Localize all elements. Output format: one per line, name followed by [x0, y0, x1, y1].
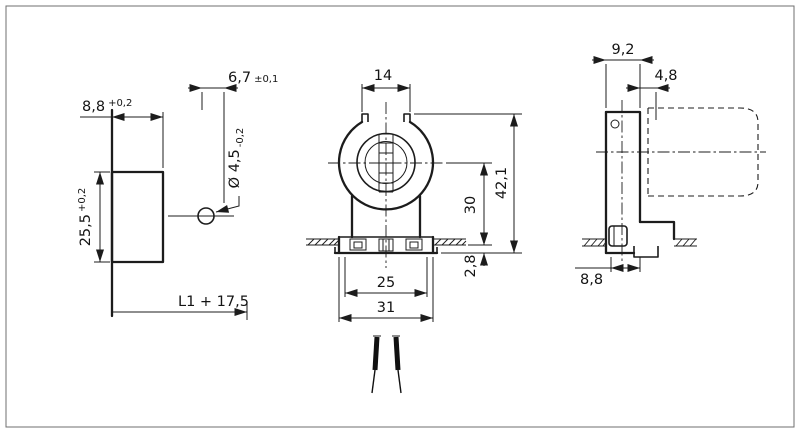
dim-height-tol: +0,2 — [77, 188, 88, 212]
snap-foot — [633, 246, 659, 258]
dim-length-label: L1 + 17,5 — [178, 294, 249, 310]
panel-left-strip — [582, 238, 607, 247]
wire-left — [372, 336, 380, 371]
dim-pin-offset-value: 6,7 — [228, 70, 251, 86]
dim-depth-value: 8,8 — [82, 99, 105, 115]
wire-exit-slot — [378, 238, 394, 252]
dim-lamp-offset: 4,8 — [626, 68, 678, 120]
dim-body-depth-label: 9,2 — [611, 42, 634, 58]
dim-height-value: 25,5 — [78, 214, 94, 246]
dim-contact-spacing-label: 25 — [377, 275, 395, 291]
dim-slot-width-label: 14 — [374, 68, 392, 84]
dim-depth: 8,8+0,2 — [80, 98, 164, 168]
dim-body-depth: 9,2 — [592, 42, 654, 108]
dim-pin-dia-tol: -0,2 — [235, 128, 246, 148]
dim-pin-offset-tol: ±0,1 — [254, 74, 278, 85]
dim-pin-offset: 6,7±0,1 — [188, 70, 278, 203]
dim-slot-width: 14 — [361, 68, 411, 112]
top-opening-detail — [361, 113, 411, 122]
dim-base-depth: 8,8 — [575, 257, 641, 288]
dim-total-height-label: 42,1 — [494, 167, 510, 199]
base-flange — [333, 235, 439, 255]
dim-height: 25,5 +0,2 — [77, 171, 110, 263]
contact-block — [608, 225, 628, 247]
dim-length: L1 + 17,5 — [112, 294, 249, 320]
lamp-pin-slot — [378, 133, 394, 193]
rivet-hole — [610, 119, 620, 129]
mounting-panel-left — [306, 238, 340, 246]
dim-pin-offset-label: 6,7±0,1 — [228, 70, 278, 86]
dim-base-width-label: 31 — [377, 300, 395, 316]
body-outline-circle — [337, 120, 435, 211]
mounting-panel-right — [433, 238, 467, 246]
dim-pin-dia-value: Ø 4,5 — [227, 149, 243, 188]
dim-height-label: 25,5 +0,2 — [77, 188, 94, 247]
wire-right — [393, 336, 401, 371]
locating-pin-circle — [197, 207, 215, 225]
holder-side-profile — [604, 110, 676, 258]
lead-wires — [371, 335, 402, 394]
dim-center-height: 30 — [446, 162, 492, 245]
dim-pin-dia-label: Ø 4,5-0,2 — [227, 128, 246, 189]
dim-depth-tol: +0,2 — [108, 98, 132, 109]
right-side-view: 9,2 4,8 8,8 — [575, 42, 766, 288]
dim-total-height: 42,1 — [414, 113, 522, 253]
contact-slot-right — [405, 238, 423, 251]
panel-right-strip — [674, 238, 697, 247]
dim-pin-dia: Ø 4,5-0,2 — [215, 128, 246, 213]
dim-base-thickness: 2,8 — [441, 232, 522, 278]
dim-base-depth-label: 8,8 — [580, 272, 603, 288]
phantom-lamp-outline — [647, 107, 759, 197]
dim-base-thickness-label: 2,8 — [463, 254, 479, 277]
front-view: 14 30 2,8 42,1 — [306, 68, 522, 394]
contact-slot-left — [349, 238, 367, 251]
dim-depth-label: 8,8+0,2 — [82, 98, 132, 115]
holder-body-profile — [110, 170, 165, 264]
sheet-border — [5, 5, 795, 428]
dim-contact-spacing: 25 — [344, 257, 428, 297]
left-side-view: 8,8+0,2 25,5+0,2 6,7±0,1 Ø 4,5-0,2 — [77, 70, 278, 320]
dim-center-height-label: 30 — [463, 196, 479, 214]
dim-base-width: 31 — [338, 257, 434, 322]
dim-lamp-offset-label: 4,8 — [654, 68, 677, 84]
